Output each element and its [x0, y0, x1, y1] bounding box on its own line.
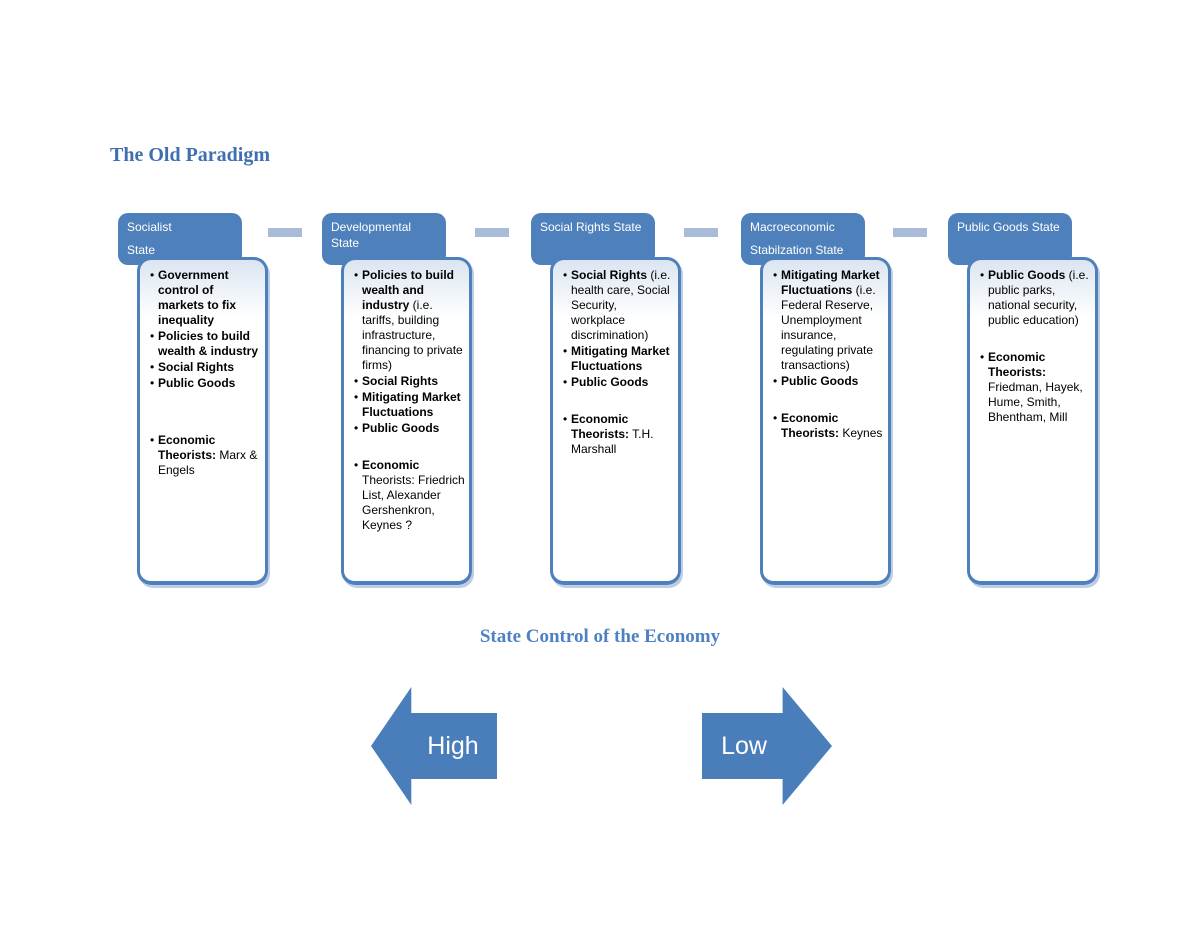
bullet-text-bold: Public Goods: [158, 376, 236, 390]
bullet-text: (i.e. Federal Reserve, Unemployment insu…: [781, 283, 876, 372]
bullet-text-bold: Social Rights: [571, 268, 648, 282]
bullet-text-bold: Mitigating Market Fluctuations: [362, 390, 461, 419]
bullet-item: Economic Theorists: T.H. Marshall: [563, 412, 674, 457]
high-arrow-label: High: [427, 731, 479, 760]
bullet-text-bold: Mitigating Market Fluctuations: [571, 344, 670, 373]
low-arrow: Low: [702, 687, 832, 805]
bullet-text-bold: Economic Theorists:: [988, 350, 1047, 379]
bullet-item: Economic Theorists: Friedrich List, Alex…: [354, 458, 465, 533]
axis-title: State Control of the Economy: [479, 626, 721, 647]
bullet-item: Economic Theorists: Friedman, Hayek, Hum…: [980, 350, 1091, 425]
low-arrow-label: Low: [721, 731, 767, 760]
bullet-item: Mitigating Market Fluctuations (i.e. Fed…: [773, 268, 884, 373]
bullet-item: Public Goods: [150, 376, 261, 391]
bullet-text-bold: Economic Theorists:: [781, 411, 840, 440]
state-header-social-rights-state: Social Rights State: [531, 213, 655, 265]
bullet-text: T.H. Marshall: [571, 427, 654, 456]
bullet-item: Social Rights: [150, 360, 261, 375]
bullet-text: Keynes: [839, 426, 883, 440]
high-arrow: High: [371, 687, 497, 805]
bullet-item: Social Rights (i.e. health care, Social …: [563, 268, 674, 343]
bullet-item: Policies to build wealth and industry (i…: [354, 268, 465, 373]
bullet-text-bold: Government control of markets to fix ine…: [158, 268, 237, 327]
bullet-item: Government control of markets to fix ine…: [150, 268, 261, 328]
bullet-item: Public Goods (i.e. public parks, nationa…: [980, 268, 1091, 328]
state-header-line: Stabilzation State: [750, 243, 844, 257]
state-content-box-macroeconomic-stabilization-state: Mitigating Market Fluctuations (i.e. Fed…: [760, 257, 891, 585]
bullet-text-bold: Social Rights: [158, 360, 235, 374]
connector-bar: [268, 228, 302, 237]
bullet-text-bold: Economic Theorists:: [571, 412, 630, 441]
state-content-box-social-rights-state: Social Rights (i.e. health care, Social …: [550, 257, 681, 585]
state-header-line: Macroeconomic: [750, 220, 835, 234]
bullet-text-bold: Policies to build wealth & industry: [158, 329, 259, 358]
bullet-text: (i.e. tariffs, building infrastructure, …: [362, 298, 463, 372]
bullet-item: Mitigating Market Fluctuations: [563, 344, 674, 374]
bullet-item: Mitigating Market Fluctuations: [354, 390, 465, 420]
bullet-text-bold: Economic: [362, 458, 420, 472]
bullet-item: Economic Theorists: Marx & Engels: [150, 433, 261, 478]
state-header-line: Public Goods State: [957, 220, 1060, 234]
state-header-public-goods-state: Public Goods State: [948, 213, 1072, 265]
bullet-text: Friedman, Hayek, Hume, Smith, Bhentham, …: [988, 380, 1083, 424]
connector-bar: [474, 228, 509, 237]
bullet-text-bold: Economic Theorists:: [158, 433, 217, 462]
connector-bar: [892, 228, 927, 237]
bullet-text-bold: Social Rights: [362, 374, 439, 388]
bullet-text-bold: Mitigating Market Fluctuations: [781, 268, 880, 297]
page-title: The Old Paradigm: [110, 144, 271, 166]
bullet-text: Theorists: Friedrich List, Alexander Ger…: [362, 473, 465, 532]
bullet-text: Marx & Engels: [158, 448, 258, 477]
bullet-item: Economic Theorists: Keynes: [773, 411, 884, 441]
bullet-text-bold: Public Goods: [988, 268, 1066, 282]
state-header-line: State: [331, 236, 360, 250]
bullet-text-bold: Public Goods: [571, 375, 649, 389]
state-content-box-socialist-state: Government control of markets to fix ine…: [137, 257, 268, 585]
bullet-text-bold: Public Goods: [781, 374, 859, 388]
bullet-item: Policies to build wealth & industry: [150, 329, 261, 359]
connector-bar: [684, 228, 718, 237]
state-header-line: Social Rights State: [540, 220, 642, 234]
state-header-line: State: [127, 243, 156, 257]
bullet-text-bold: Public Goods: [362, 421, 440, 435]
bullet-text: (i.e. public parks, national security, p…: [988, 268, 1089, 327]
bullet-item: Public Goods: [354, 421, 465, 436]
state-content-box-public-goods-state: Public Goods (i.e. public parks, nationa…: [967, 257, 1098, 585]
state-header-line: Socialist: [127, 220, 172, 234]
bullet-text-bold: Policies to build wealth and industry: [362, 268, 455, 312]
bullet-text: (i.e. health care, Social Security, work…: [571, 268, 671, 342]
state-content-box-developmental-state: Policies to build wealth and industry (i…: [341, 257, 472, 585]
bullet-item: Public Goods: [773, 374, 884, 389]
bullet-item: Public Goods: [563, 375, 674, 390]
state-header-line: Developmental: [331, 220, 412, 234]
bullet-item: Social Rights: [354, 374, 465, 389]
